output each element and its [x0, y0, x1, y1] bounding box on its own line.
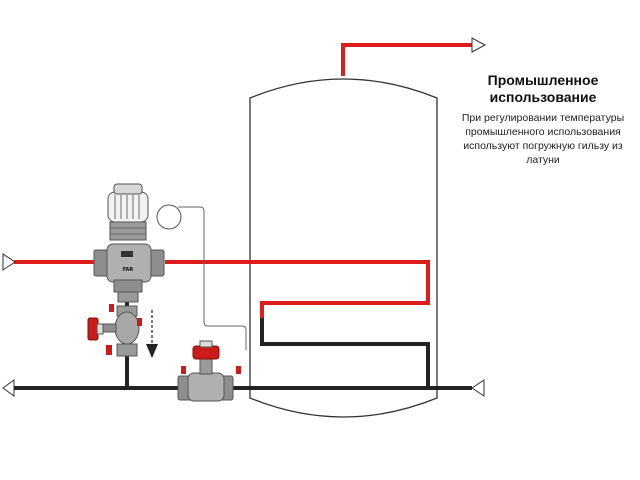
- caption-title: Промышленное использование: [487, 72, 599, 105]
- valve-brand-label: FAR: [123, 267, 134, 273]
- water-tank: [249, 78, 438, 418]
- caption-block: Промышленное использование При регулиров…: [448, 72, 638, 167]
- heating-coil-return: [260, 318, 430, 388]
- flow-direction-arrow-icon: [146, 310, 158, 358]
- capillary-coil-icon: [156, 204, 182, 230]
- outlet-arrow-icon: [471, 37, 487, 53]
- return-outlet-arrow-icon: [2, 379, 15, 397]
- thermostatic-head: [107, 183, 149, 241]
- capillary-sensor-line: [178, 206, 247, 350]
- supply-to-coil-pipe: [165, 260, 430, 318]
- return-balancing-valve: [177, 340, 241, 402]
- bypass-balancing-valve: [87, 304, 142, 357]
- handwheel-icon: [192, 345, 220, 360]
- three-way-mixing-valve: FAR: [93, 243, 165, 303]
- return-inlet-arrow-icon: [471, 379, 485, 397]
- supply-inlet-arrow-icon: [2, 253, 16, 271]
- caption-text: При регулировании температуры промышленн…: [461, 112, 625, 166]
- hot-water-outlet-pipe: [341, 43, 472, 76]
